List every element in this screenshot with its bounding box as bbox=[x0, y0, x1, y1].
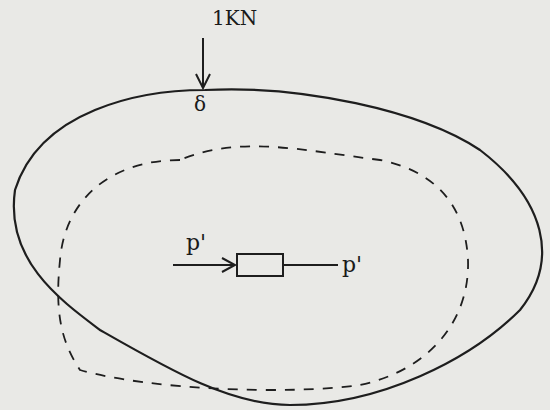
force-arrow bbox=[173, 264, 234, 266]
element-box bbox=[237, 254, 283, 276]
member-line bbox=[283, 264, 338, 266]
force-arrowhead bbox=[222, 258, 235, 272]
deformed-outline bbox=[58, 146, 468, 390]
displacement-label: δ bbox=[194, 94, 206, 114]
load-label: 1KN bbox=[212, 8, 257, 28]
force-label: p' bbox=[186, 232, 206, 254]
force-label: p' bbox=[342, 254, 362, 276]
body-outline bbox=[14, 89, 542, 405]
load-arrowhead bbox=[196, 74, 210, 88]
load-arrow bbox=[202, 38, 204, 86]
